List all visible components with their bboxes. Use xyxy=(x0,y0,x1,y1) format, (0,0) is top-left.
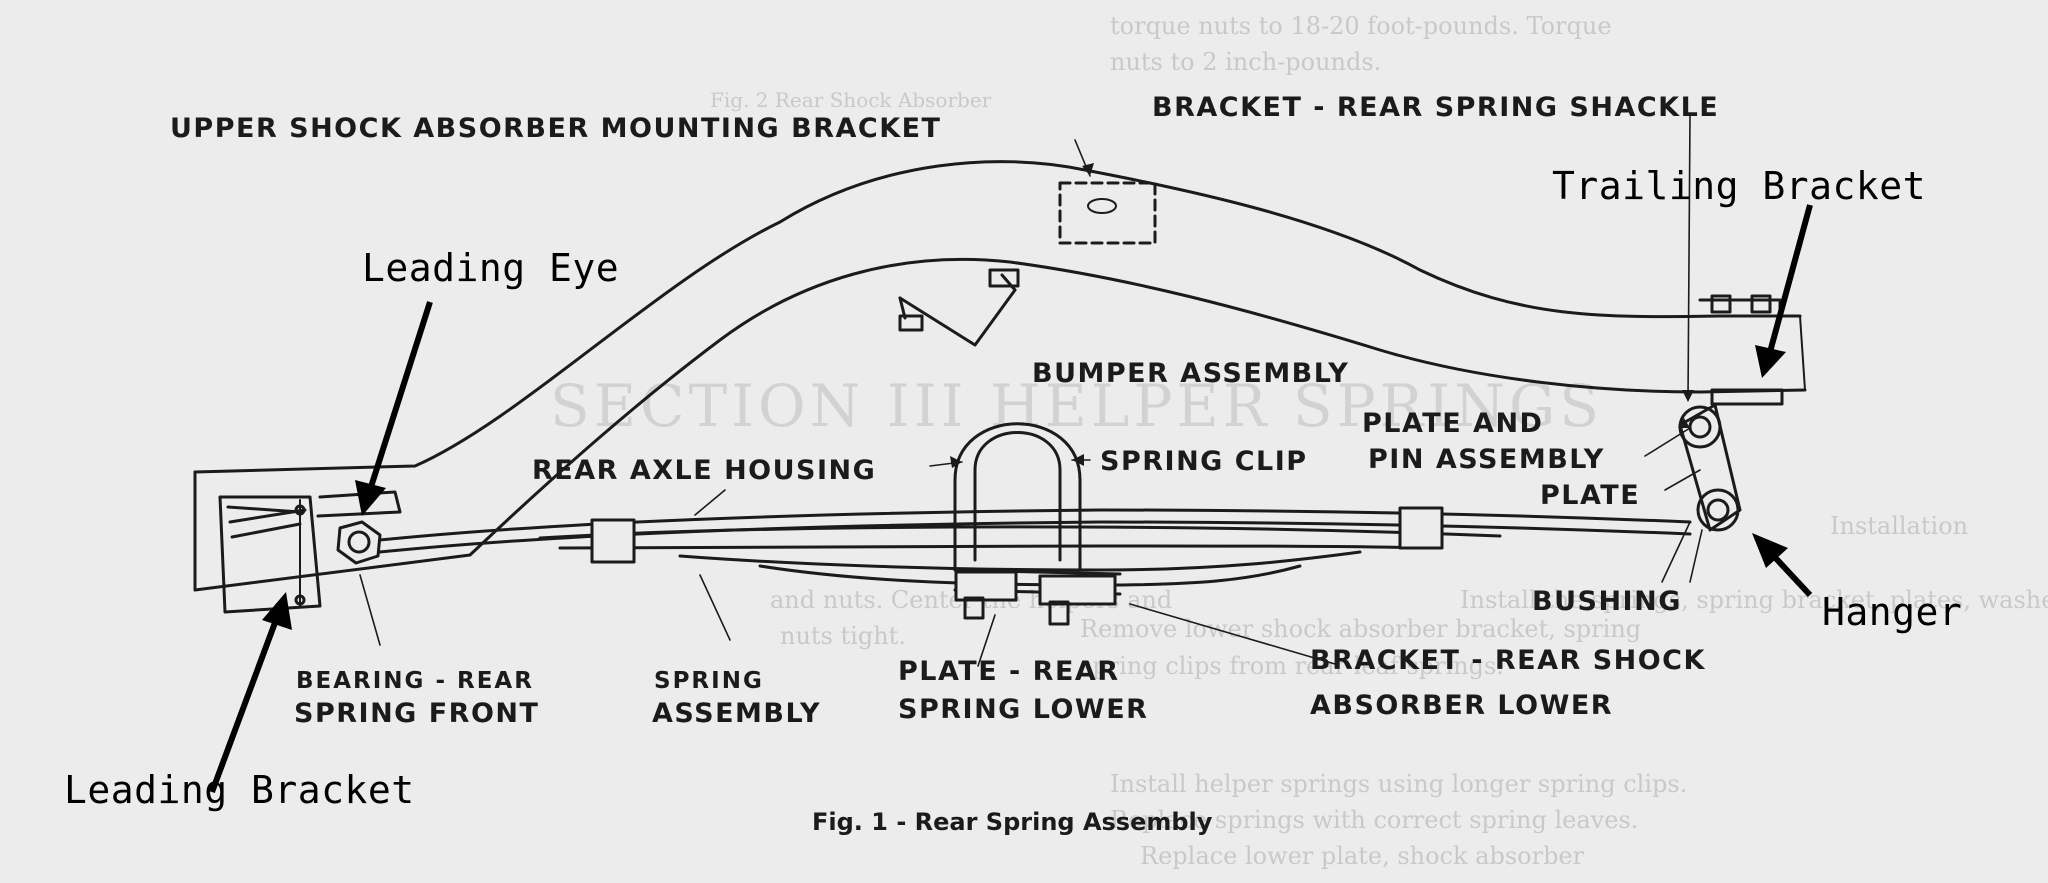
upper-shock-mount xyxy=(1058,181,1157,245)
label-plate-lower-1: PLATE - REAR xyxy=(898,656,1120,687)
front-eye-bolt xyxy=(336,520,382,565)
axle-housing xyxy=(953,422,1082,572)
label-plate-and-pin-2: PIN ASSEMBLY xyxy=(1368,444,1605,475)
label-bearing-2: SPRING FRONT xyxy=(294,698,540,729)
label-plate-and-pin-1: PLATE AND xyxy=(1362,408,1544,439)
label-upper-shock-mount: UPPER SHOCK ABSORBER MOUNTING BRACKET xyxy=(170,113,942,144)
arrow-leading-bracket xyxy=(209,592,292,794)
bg-text-top-1: torque nuts to 18-20 foot-pounds. Torque xyxy=(1110,12,1612,40)
annotation-trailing-bracket: Trailing Bracket xyxy=(1552,164,1927,208)
label-bearing-1: BEARING - REAR xyxy=(296,668,534,694)
bg-side-1: Installation xyxy=(1830,512,1969,540)
arrow-trailing-bracket xyxy=(1755,204,1813,378)
annotation-leading-eye: Leading Eye xyxy=(362,246,620,290)
bg-bot-2: Replace springs with correct spring leav… xyxy=(1110,806,1639,834)
arrow-hanger xyxy=(1752,533,1813,598)
bg-bot-3: Replace lower plate, shock absorber xyxy=(1140,842,1585,870)
frame-rail xyxy=(193,160,1807,592)
lower-plate xyxy=(953,568,1122,626)
label-spring-2: ASSEMBLY xyxy=(652,698,822,729)
label-bushing: BUSHING xyxy=(1532,586,1682,617)
label-spring-1: SPRING xyxy=(654,668,764,694)
bg-mid-3: nuts tight. xyxy=(780,622,906,650)
spring-band-left xyxy=(590,518,636,564)
label-bumper-assembly: BUMPER ASSEMBLY xyxy=(1032,358,1350,389)
arrow-leading-eye xyxy=(355,301,433,516)
front-hanger-bracket xyxy=(218,490,402,614)
bg-text-top-2: nuts to 2 inch-pounds. xyxy=(1110,48,1382,76)
bg-heading: SECTION III HELPER SPRINGS xyxy=(550,372,1604,440)
bg-left-2: spring clips from rear leaf springs. xyxy=(1080,652,1504,680)
annotation-leading-bracket: Leading Bracket xyxy=(64,768,415,812)
label-rear-spring-shackle-bracket: BRACKET - REAR SPRING SHACKLE xyxy=(1152,92,1720,123)
label-plate-lower-2: SPRING LOWER xyxy=(898,694,1149,725)
label-spring-clip: SPRING CLIP xyxy=(1100,446,1308,477)
leader-lines xyxy=(359,114,1703,667)
label-rear-axle-housing: REAR AXLE HOUSING xyxy=(532,455,877,486)
spring-band-right xyxy=(1398,506,1444,550)
label-plate: PLATE xyxy=(1540,480,1641,511)
label-shock-bracket-2: ABSORBER LOWER xyxy=(1310,690,1614,721)
bg-left-1: Remove lower shock absorber bracket, spr… xyxy=(1080,615,1642,643)
bg-bot-1: Install helper springs using longer spri… xyxy=(1110,770,1688,798)
leaf-spring xyxy=(378,508,1692,587)
bumper-assembly xyxy=(898,268,1020,347)
label-shock-bracket-1: BRACKET - REAR SHOCK xyxy=(1310,645,1706,676)
annotation-hanger: Hanger xyxy=(1822,590,1963,634)
bg-text-top-ref: Fig. 2 Rear Shock Absorber xyxy=(710,88,992,112)
bg-mid-1: Install the springs, spring bracket, pla… xyxy=(1460,586,2048,614)
figure-caption: Fig. 1 - Rear Spring Assembly xyxy=(812,808,1213,836)
rear-shackle xyxy=(1678,403,1742,532)
